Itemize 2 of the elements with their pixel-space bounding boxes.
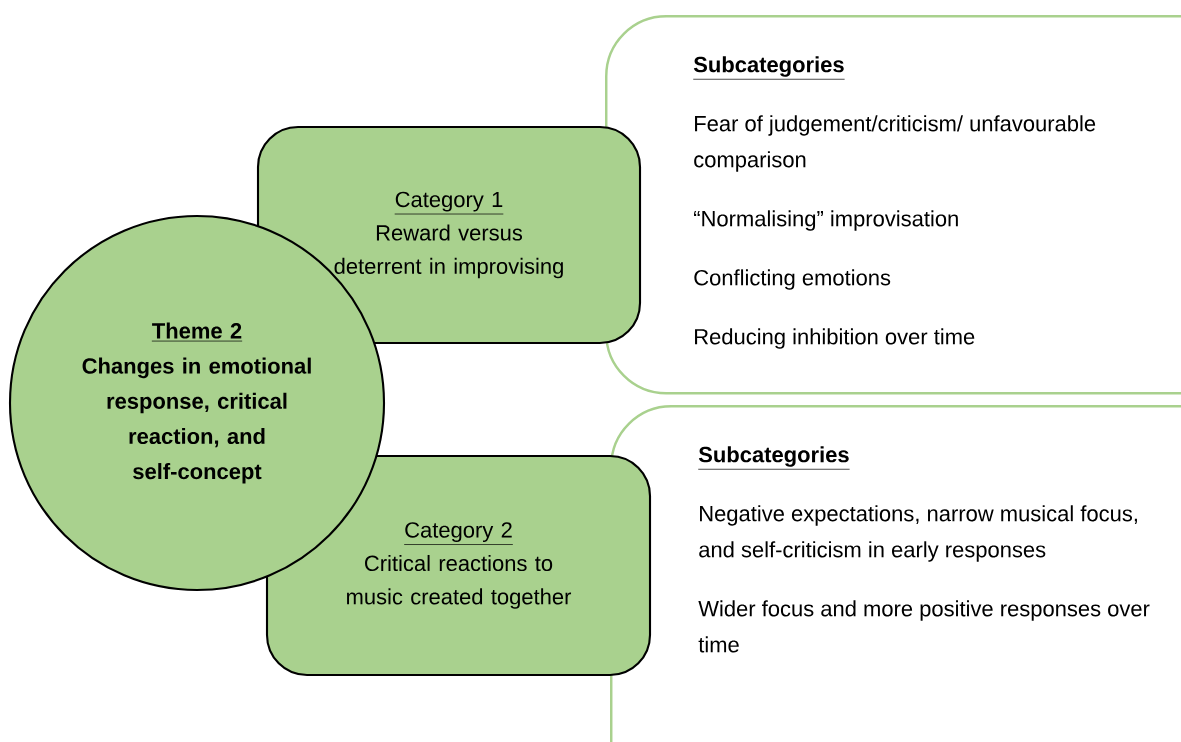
subcategory-box: Subcategories Negative expectations, narrow musical focus, and self-criticism in early responses Wider focus and more positive responses over time [610, 405, 1181, 742]
subcategory-box: Subcategories Fear of judgement/criticism/ unfavourable comparison “Normalising” improvisation Conflicting emotions Reducing inhibition over time [605, 15, 1181, 395]
